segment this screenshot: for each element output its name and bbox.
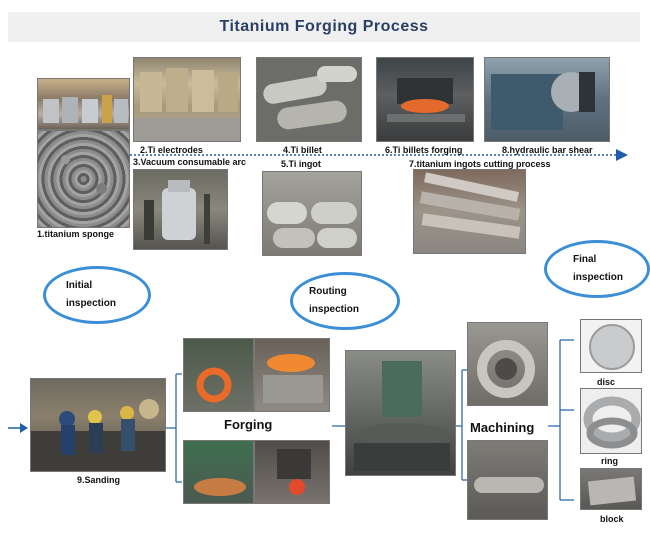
step-1-label: 1.titanium sponge <box>37 229 115 239</box>
sanding-photo <box>30 378 166 472</box>
forging-stage-label: Forging <box>224 417 273 432</box>
ti-ingot-photo <box>262 171 362 256</box>
process-flow-arrow-top <box>130 149 628 161</box>
hydraulic-bar-shear-photo <box>484 57 610 142</box>
routing-inspection-line2: inspection <box>309 304 360 315</box>
ring-label: ring <box>601 456 618 466</box>
initial-inspection-badge: Initial inspection <box>43 266 151 324</box>
step-9-label: 9.Sanding <box>77 475 121 485</box>
page-title: Titanium Forging Process <box>219 18 429 35</box>
step-8-label: 8.hydraulic bar shear <box>502 145 593 155</box>
forging-disc-press-photo <box>183 440 254 504</box>
vertical-lathe-photo <box>345 350 456 476</box>
initial-inspection-line1: Initial <box>66 280 93 291</box>
ti-billet-photo <box>256 57 362 142</box>
forging-billet-hot-photo <box>254 338 330 412</box>
initial-inspection-line2: inspection <box>66 298 117 309</box>
machining-stage-label: Machining <box>470 420 535 435</box>
ingots-cutting-photo <box>413 169 526 254</box>
ti-electrodes-photo <box>133 57 241 142</box>
step-2-label: 2.Ti electrodes <box>140 145 203 155</box>
machining-ring-photo <box>467 322 548 406</box>
step-6-label: 6.Ti billets forging <box>385 145 463 155</box>
final-inspection-line2: inspection <box>573 272 624 283</box>
step-5-label: 5.Ti ingot <box>281 159 321 169</box>
titanium-sponge-drums-photo <box>37 78 130 130</box>
machining-shaft-photo <box>467 440 548 520</box>
ring-product-photo <box>580 388 642 454</box>
disc-product-photo <box>580 319 642 373</box>
titanium-sponge-photo <box>37 130 130 228</box>
vacuum-furnace-photo <box>133 169 228 250</box>
forging-hammer-photo <box>254 440 330 504</box>
block-product-photo <box>580 468 642 510</box>
process-flow-connectors-bottom <box>8 339 574 501</box>
disc-label: disc <box>597 377 616 387</box>
ti-billets-forging-photo <box>376 57 474 142</box>
routing-inspection-badge: Routing inspection <box>290 272 400 330</box>
final-inspection-badge: Final inspection <box>544 240 650 298</box>
step-3-label: 3.Vacuum consumable arc <box>133 157 247 167</box>
block-label: block <box>600 514 624 524</box>
routing-inspection-line1: Routing <box>309 286 347 297</box>
title-bar: Titanium Forging Process <box>8 12 640 42</box>
step-4-label: 4.Ti billet <box>283 145 322 155</box>
forging-ring-hot-photo <box>183 338 254 412</box>
final-inspection-line1: Final <box>573 254 597 265</box>
step-7-label: 7.titanium ingots cutting process <box>409 159 551 169</box>
